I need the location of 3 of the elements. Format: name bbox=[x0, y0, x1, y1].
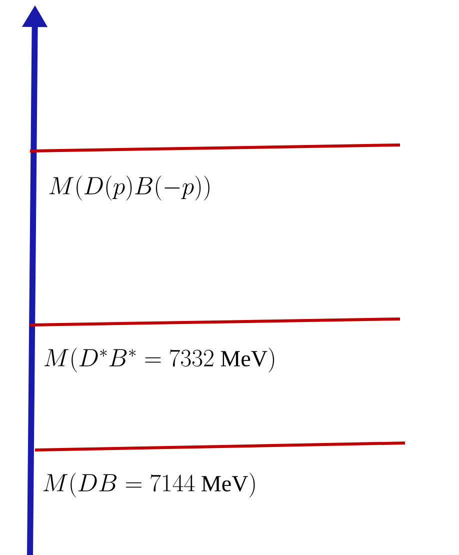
level-label: $M(DB = 7144\ \mathrm{MeV})$ bbox=[43, 472, 255, 498]
level-label: $M(D^*B^* = 7332\ \mathrm{MeV})$ bbox=[44, 348, 274, 372]
level-label: $M(D(p)B(-p))$ bbox=[49, 176, 210, 200]
